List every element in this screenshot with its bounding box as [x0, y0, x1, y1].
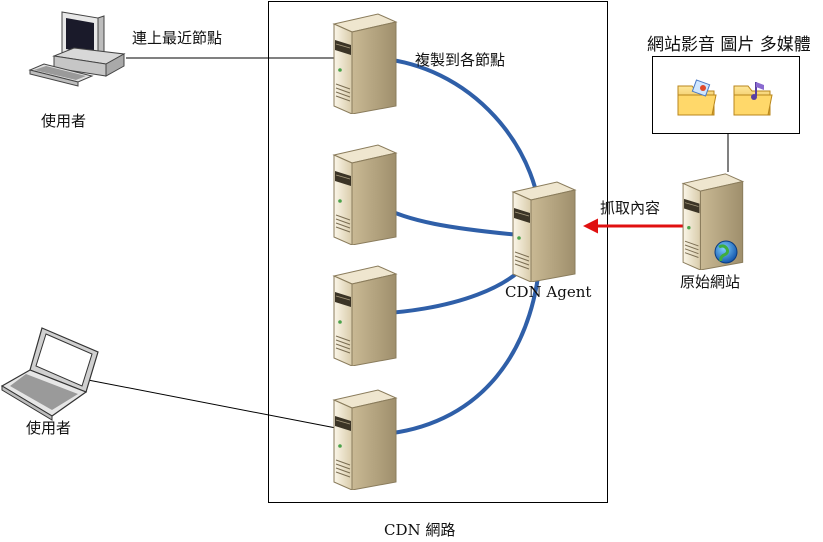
bottom-user-label: 使用者	[26, 419, 72, 437]
cdn-network-box	[268, 1, 608, 503]
edge-server-3-icon	[333, 265, 397, 366]
network-label: CDN 網路	[384, 521, 456, 539]
music-folder-icon	[733, 82, 773, 116]
fetch-label: 抓取內容	[600, 199, 661, 217]
origin-label: 原始網站	[680, 273, 741, 291]
edge-server-1-icon	[333, 13, 397, 114]
desktop-computer-icon	[28, 11, 126, 87]
media-label: 網站影音 圖片 多媒體	[647, 35, 811, 55]
top-user-label: 使用者	[41, 112, 87, 130]
edge-server-4-icon	[333, 389, 397, 490]
edge-server-2-icon	[333, 144, 397, 245]
agent-label: CDN Agent	[505, 283, 592, 301]
laptop-icon	[0, 327, 99, 421]
connect-nearest-label: 連上最近節點	[132, 29, 223, 47]
globe-icon	[714, 240, 738, 264]
media-box	[652, 56, 800, 134]
replicate-label: 複製到各節點	[415, 51, 506, 69]
image-folder-icon	[677, 79, 717, 116]
cdn-agent-server-icon	[512, 181, 576, 282]
bottom-user-connection-line	[87, 379, 337, 429]
